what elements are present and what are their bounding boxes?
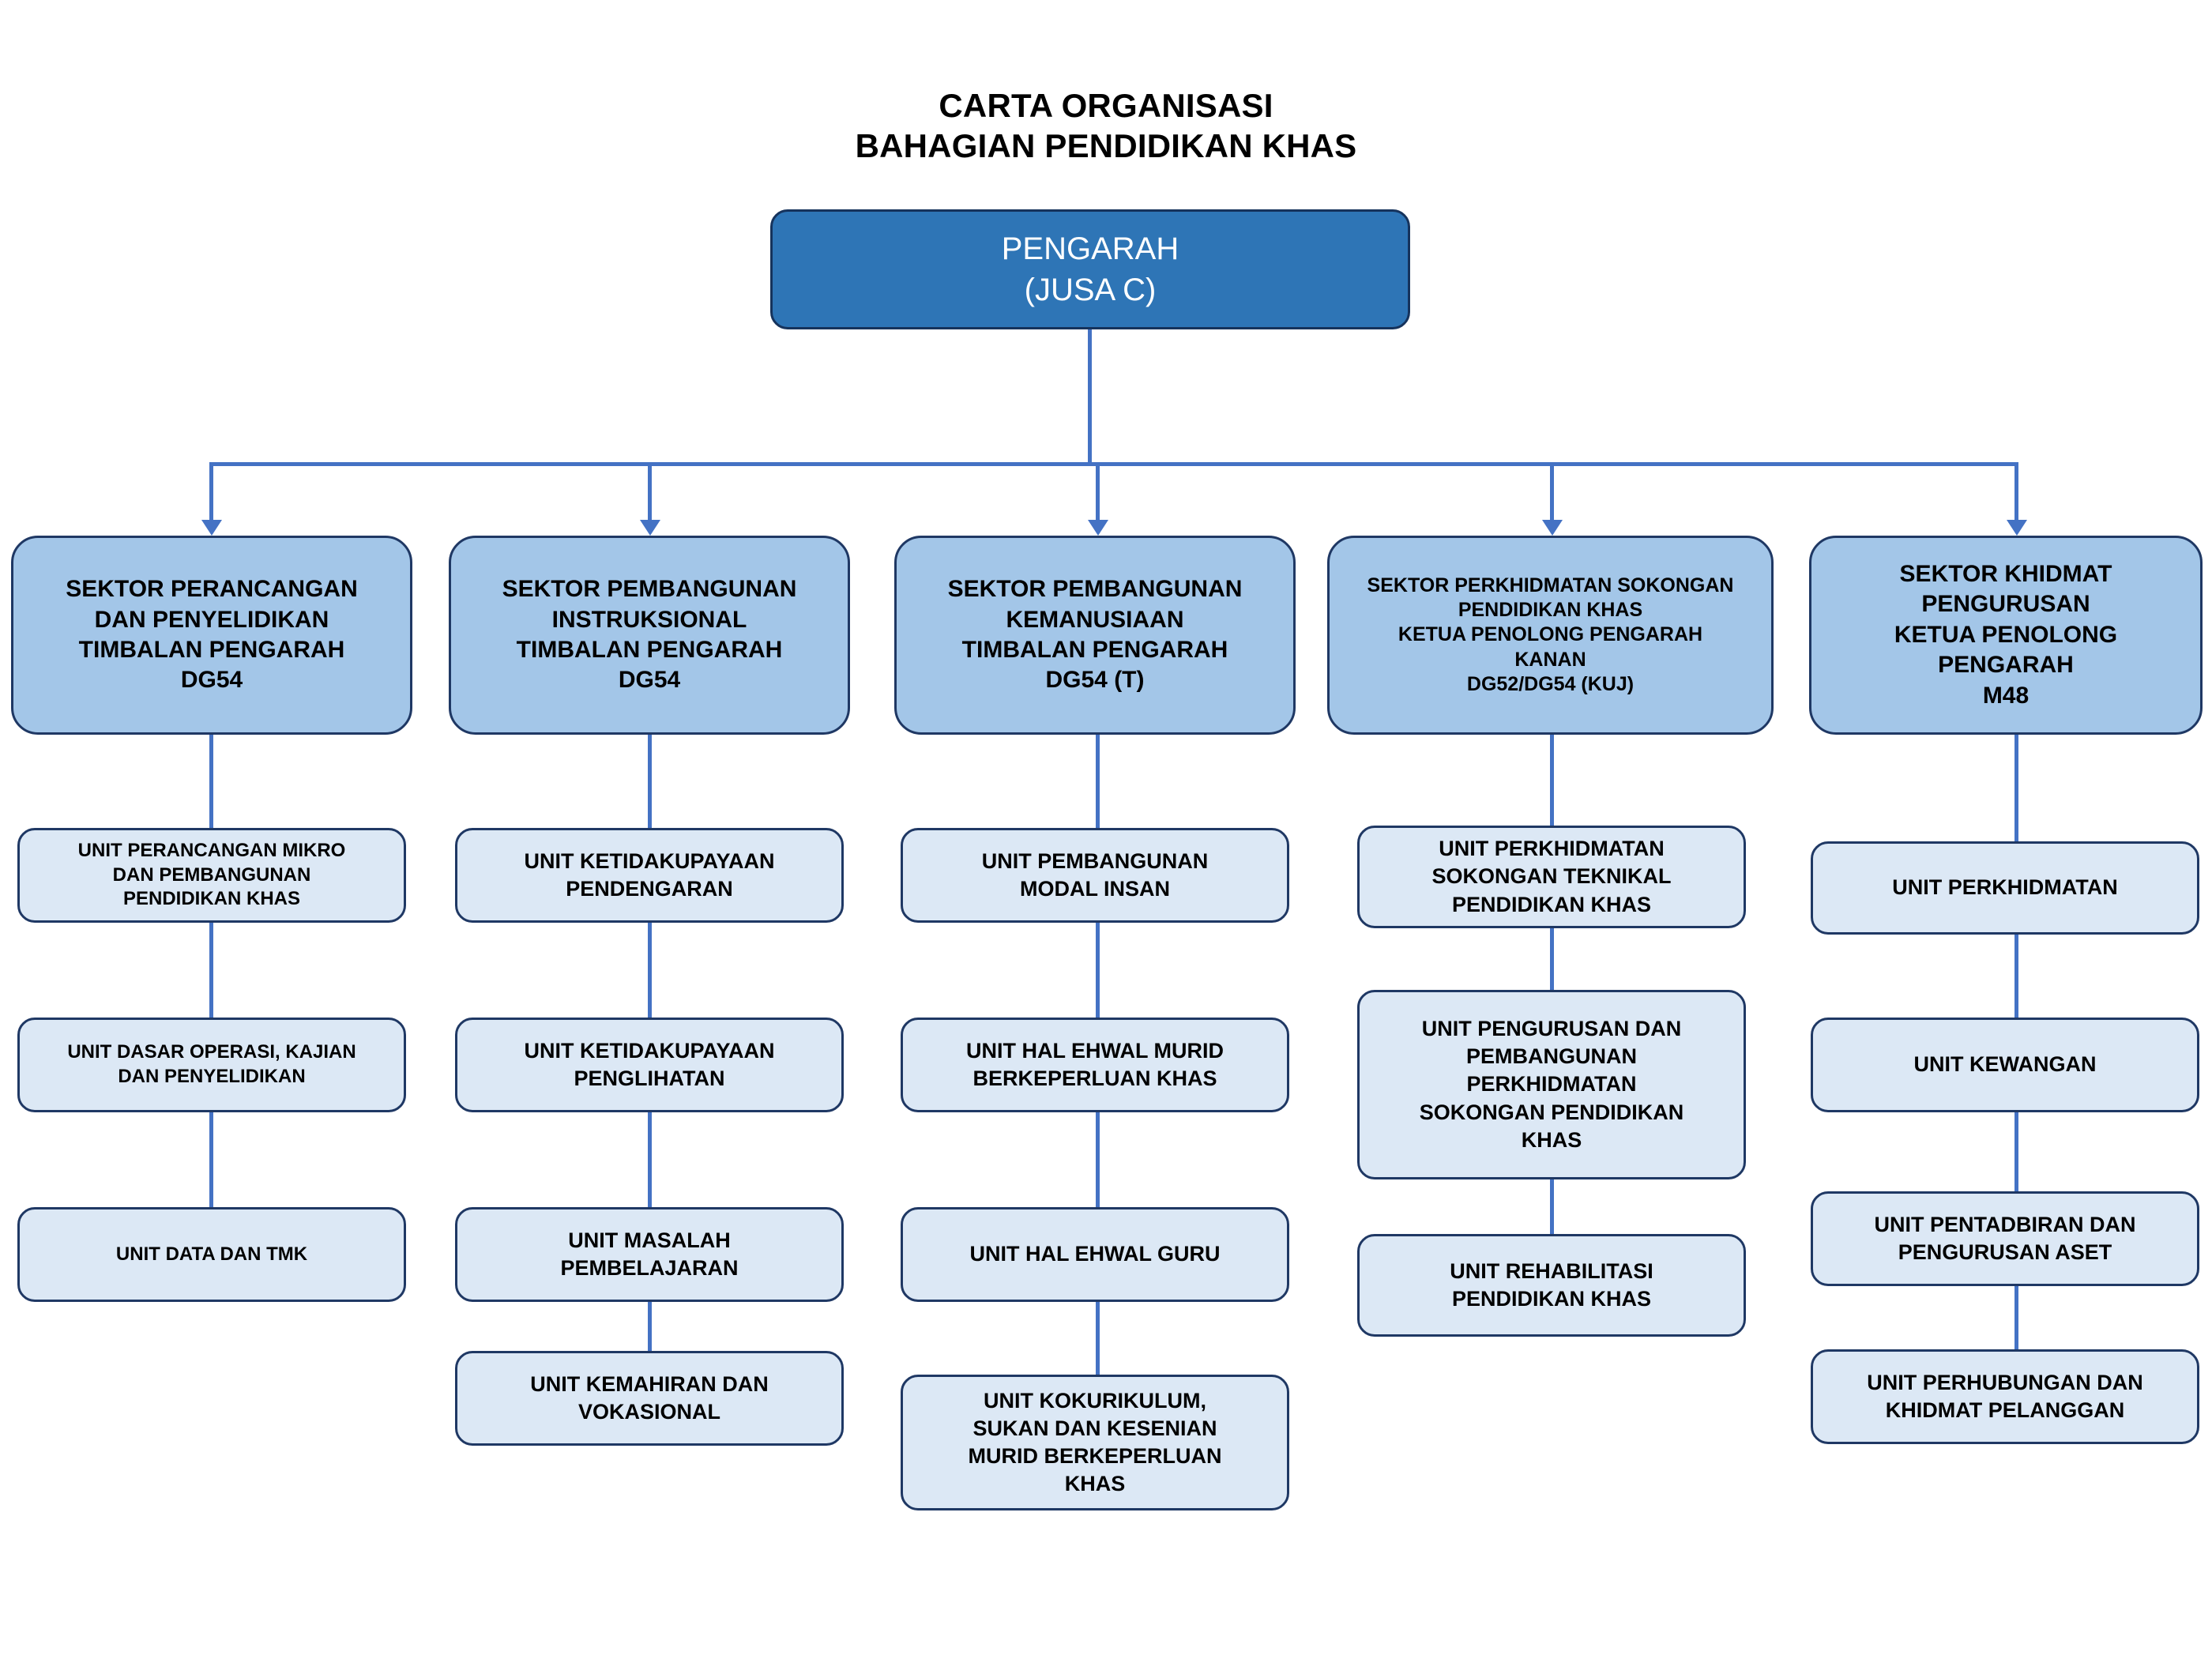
- connector-c5-u1-u2: [2014, 935, 2018, 1019]
- node-unit-perhubungan-dan-khidmat-pelanggan[interactable]: UNIT PERHUBUNGAN DAN KHIDMAT PELANGGAN: [1811, 1349, 2199, 1444]
- node-unit-rehabilitasi-pendidikan-khas-label: UNIT REHABILITASI PENDIDIKAN KHAS: [1450, 1258, 1653, 1311]
- connector-c4-u1-u2: [1550, 928, 1554, 991]
- node-unit-dasar-operasi-kajian[interactable]: UNIT DASAR OPERASI, KAJIAN DAN PENYELIDI…: [17, 1018, 406, 1112]
- connector-drop-sector-4: [1550, 462, 1554, 523]
- connector-c1-u2-u3: [209, 1112, 213, 1209]
- node-sector-perkhidmatan-sokongan-label: SEKTOR PERKHIDMATAN SOKONGAN PENDIDIKAN …: [1367, 574, 1734, 695]
- connector-c1-u1-u2: [209, 923, 213, 1019]
- node-unit-hal-ehwal-guru[interactable]: UNIT HAL EHWAL GURU: [901, 1207, 1289, 1302]
- node-sector-pembangunan-kemanusiaan-label: SEKTOR PEMBANGUNAN KEMANUSIAAN TIMBALAN …: [947, 576, 1243, 694]
- connector-c3-u2-u3: [1096, 1112, 1100, 1209]
- arrow-sector-5: [2007, 520, 2027, 536]
- node-unit-perkhidmatan[interactable]: UNIT PERKHIDMATAN: [1811, 841, 2199, 935]
- node-unit-kemahiran-dan-vokasional-label: UNIT KEMAHIRAN DAN VOKASIONAL: [530, 1371, 769, 1424]
- node-sector-pembangunan-kemanusiaan[interactable]: SEKTOR PEMBANGUNAN KEMANUSIAAN TIMBALAN …: [894, 536, 1296, 735]
- node-unit-dasar-operasi-kajian-label: UNIT DASAR OPERASI, KAJIAN DAN PENYELIDI…: [67, 1041, 356, 1087]
- node-unit-ketidakupayaan-penglihatan-label: UNIT KETIDAKUPAYAAN PENGLIHATAN: [524, 1038, 775, 1090]
- arrow-sector-4: [1542, 520, 1563, 536]
- node-unit-kewangan-label: UNIT KEWANGAN: [1913, 1052, 2097, 1077]
- node-unit-hal-ehwal-guru-label: UNIT HAL EHWAL GURU: [969, 1242, 1221, 1266]
- connector-drop-sector-1: [209, 462, 213, 523]
- connector-bus: [209, 462, 2018, 466]
- node-unit-ketidakupayaan-penglihatan[interactable]: UNIT KETIDAKUPAYAAN PENGLIHATAN: [455, 1018, 844, 1112]
- node-pengarah[interactable]: PENGARAH (JUSA C): [770, 209, 1410, 329]
- connector-root-stem: [1088, 329, 1092, 465]
- node-sector-khidmat-pengurusan[interactable]: SEKTOR KHIDMAT PENGURUSAN KETUA PENOLONG…: [1809, 536, 2203, 735]
- connector-c4-u2-u3: [1550, 1179, 1554, 1236]
- node-unit-pentadbiran-dan-pengurusan-aset[interactable]: UNIT PENTADBIRAN DAN PENGURUSAN ASET: [1811, 1191, 2199, 1286]
- node-unit-ketidakupayaan-pendengaran[interactable]: UNIT KETIDAKUPAYAAN PENDENGARAN: [455, 828, 844, 923]
- connector-c5-u3-u4: [2014, 1286, 2018, 1351]
- node-unit-masalah-pembelajaran-label: UNIT MASALAH PEMBELAJARAN: [560, 1228, 739, 1280]
- connector-c2-u3-u4: [648, 1302, 652, 1352]
- node-unit-hal-ehwal-murid-berkeperluan-khas-label: UNIT HAL EHWAL MURID BERKEPERLUAN KHAS: [966, 1038, 1224, 1090]
- node-unit-pentadbiran-dan-pengurusan-aset-label: UNIT PENTADBIRAN DAN PENGURUSAN ASET: [1874, 1212, 2136, 1264]
- node-unit-perkhidmatan-sokongan-teknikal[interactable]: UNIT PERKHIDMATAN SOKONGAN TEKNIKAL PEND…: [1357, 826, 1746, 928]
- node-unit-data-dan-tmk-label: UNIT DATA DAN TMK: [115, 1243, 308, 1265]
- connector-c3-u3-u4: [1096, 1302, 1100, 1376]
- arrow-sector-3: [1088, 520, 1108, 536]
- node-unit-rehabilitasi-pendidikan-khas[interactable]: UNIT REHABILITASI PENDIDIKAN KHAS: [1357, 1234, 1746, 1337]
- connector-c3-s-u1: [1096, 735, 1100, 830]
- node-pengarah-label: PENGARAH (JUSA C): [1001, 231, 1179, 307]
- connector-drop-sector-2: [648, 462, 652, 523]
- node-unit-perancangan-mikro[interactable]: UNIT PERANCANGAN MIKRO DAN PEMBANGUNAN P…: [17, 828, 406, 923]
- node-sector-perkhidmatan-sokongan[interactable]: SEKTOR PERKHIDMATAN SOKONGAN PENDIDIKAN …: [1327, 536, 1774, 735]
- node-unit-kokurikulum-sukan-kesenian[interactable]: UNIT KOKURIKULUM, SUKAN DAN KESENIAN MUR…: [901, 1375, 1289, 1510]
- connector-c1-s-u1: [209, 735, 213, 830]
- node-unit-perancangan-mikro-label: UNIT PERANCANGAN MIKRO DAN PEMBANGUNAN P…: [77, 839, 346, 910]
- connector-c5-u2-u3: [2014, 1112, 2018, 1193]
- connector-c5-s-u1: [2014, 735, 2018, 844]
- arrow-sector-1: [201, 520, 222, 536]
- node-unit-pengurusan-dan-pembangunan-perkhidmatan-label: UNIT PENGURUSAN DAN PEMBANGUNAN PERKHIDM…: [1419, 1017, 1684, 1152]
- node-unit-pengurusan-dan-pembangunan-perkhidmatan[interactable]: UNIT PENGURUSAN DAN PEMBANGUNAN PERKHIDM…: [1357, 990, 1746, 1179]
- connector-c4-s-u1: [1550, 735, 1554, 828]
- node-unit-kewangan[interactable]: UNIT KEWANGAN: [1811, 1018, 2199, 1112]
- connector-c2-s-u1: [648, 735, 652, 830]
- connector-drop-sector-3: [1096, 462, 1100, 523]
- node-unit-data-dan-tmk[interactable]: UNIT DATA DAN TMK: [17, 1207, 406, 1302]
- node-unit-pembangunan-modal-insan[interactable]: UNIT PEMBANGUNAN MODAL INSAN: [901, 828, 1289, 923]
- connector-drop-sector-5: [2014, 462, 2018, 523]
- node-unit-masalah-pembelajaran[interactable]: UNIT MASALAH PEMBELAJARAN: [455, 1207, 844, 1302]
- node-unit-kemahiran-dan-vokasional[interactable]: UNIT KEMAHIRAN DAN VOKASIONAL: [455, 1351, 844, 1446]
- node-sector-khidmat-pengurusan-label: SEKTOR KHIDMAT PENGURUSAN KETUA PENOLONG…: [1894, 561, 2118, 709]
- chart-title: CARTA ORGANISASI BAHAGIAN PENDIDIKAN KHA…: [0, 85, 2212, 166]
- node-sector-pembangunan-instruksional[interactable]: SEKTOR PEMBANGUNAN INSTRUKSIONAL TIMBALA…: [449, 536, 850, 735]
- node-unit-perkhidmatan-label: UNIT PERKHIDMATAN: [1892, 875, 2118, 900]
- chart-title-line1: CARTA ORGANISASI: [939, 87, 1273, 124]
- node-sector-perancangan-dan-penyelidikan[interactable]: SEKTOR PERANCANGAN DAN PENYELIDIKAN TIMB…: [11, 536, 412, 735]
- node-unit-perhubungan-dan-khidmat-pelanggan-label: UNIT PERHUBUNGAN DAN KHIDMAT PELANGGAN: [1867, 1370, 2143, 1422]
- connector-c2-u2-u3: [648, 1112, 652, 1209]
- connector-c2-u1-u2: [648, 923, 652, 1019]
- node-unit-kokurikulum-sukan-kesenian-label: UNIT KOKURIKULUM, SUKAN DAN KESENIAN MUR…: [968, 1388, 1222, 1496]
- chart-title-line2: BAHAGIAN PENDIDIKAN KHAS: [855, 127, 1357, 165]
- node-unit-ketidakupayaan-pendengaran-label: UNIT KETIDAKUPAYAAN PENDENGARAN: [524, 848, 775, 901]
- arrow-sector-2: [640, 520, 660, 536]
- node-unit-hal-ehwal-murid-berkeperluan-khas[interactable]: UNIT HAL EHWAL MURID BERKEPERLUAN KHAS: [901, 1018, 1289, 1112]
- connector-c3-u1-u2: [1096, 923, 1100, 1019]
- node-unit-pembangunan-modal-insan-label: UNIT PEMBANGUNAN MODAL INSAN: [981, 848, 1209, 901]
- node-sector-pembangunan-instruksional-label: SEKTOR PEMBANGUNAN INSTRUKSIONAL TIMBALA…: [502, 576, 797, 694]
- node-unit-perkhidmatan-sokongan-teknikal-label: UNIT PERKHIDMATAN SOKONGAN TEKNIKAL PEND…: [1431, 837, 1672, 916]
- node-sector-perancangan-dan-penyelidikan-label: SEKTOR PERANCANGAN DAN PENYELIDIKAN TIMB…: [66, 576, 358, 694]
